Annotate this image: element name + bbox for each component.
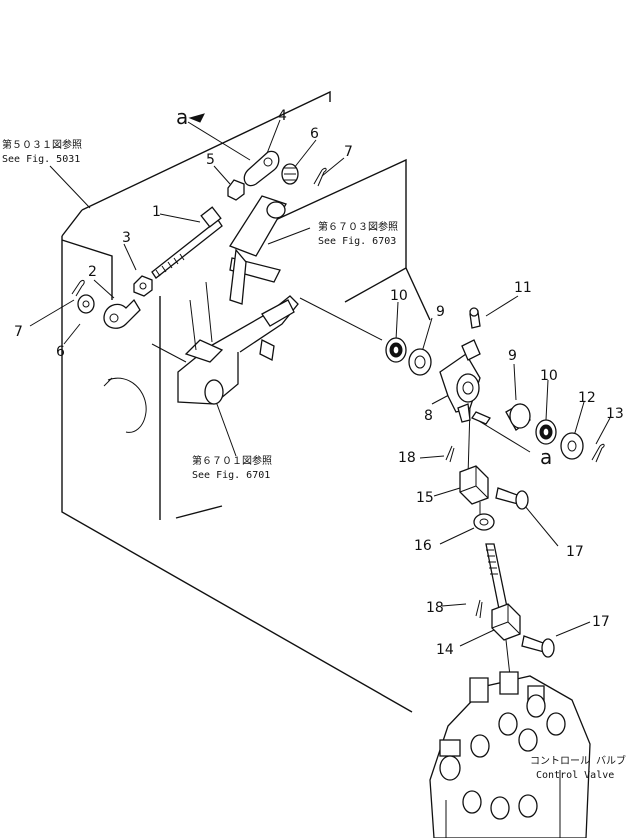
ref-6703-en: See Fig. 6703 (318, 236, 396, 247)
callout-9-left: 9 (436, 304, 445, 320)
nut-part-16 (473, 513, 495, 531)
reference-control-valve: コントロール バルブ Control Valve (530, 754, 626, 781)
lever-assembly (177, 195, 299, 405)
callout-17-bottom: 17 (592, 614, 610, 630)
callout-11: 11 (514, 280, 532, 296)
collar-part-9-right (505, 403, 531, 431)
control-valve (429, 671, 591, 838)
callout-7-left: 7 (14, 324, 23, 340)
bearing-part-10-left (385, 337, 407, 363)
callout-10-right: 10 (540, 368, 558, 384)
ref-5031-jp: 第５０３１図参照 (2, 138, 82, 151)
view-mark-a-right: a (540, 445, 552, 469)
callout-5: 5 (206, 152, 215, 168)
collar-part-9-left (408, 348, 432, 376)
callout-18-bottom: 18 (426, 600, 444, 616)
washer-part-12 (560, 432, 584, 460)
callout-14: 14 (436, 642, 454, 658)
castle-nut-part-6-left (77, 294, 95, 314)
cotter-pin-part-7-top (313, 167, 327, 187)
clevis-part-2 (103, 298, 141, 329)
callout-10-left: 10 (390, 288, 408, 304)
nut-part-3 (133, 275, 153, 297)
reference-fig-6703: 第６７０３図参照 See Fig. 6703 (318, 220, 398, 247)
bearing-part-10-right (535, 419, 557, 445)
valve-label-jp: コントロール バルブ (530, 754, 626, 767)
callout-3: 3 (122, 230, 131, 246)
nut-part-5 (227, 179, 245, 201)
callout-4: 4 (278, 108, 287, 124)
pin-part-17-bottom (521, 635, 555, 658)
callout-16: 16 (414, 538, 432, 554)
callout-17-top: 17 (566, 544, 584, 560)
link-block-part-15 (459, 465, 489, 505)
leader-lines (29, 119, 611, 677)
callout-9-right: 9 (508, 348, 517, 364)
callout-8: 8 (424, 408, 433, 424)
valve-label-en: Control Valve (536, 770, 614, 781)
callout-15: 15 (416, 490, 434, 506)
cotter-pin-part-13 (591, 443, 605, 463)
ref-6701-jp: 第６７０１図参照 (192, 454, 272, 467)
view-mark-a-right-label: a (540, 445, 552, 469)
castle-nut-part-6-top (281, 163, 299, 185)
callout-7-top: 7 (344, 144, 353, 160)
cotter-pin-part-7-left (71, 279, 85, 297)
callout-1: 1 (152, 204, 161, 220)
view-mark-a-top: a (176, 105, 205, 129)
pin-part-17-top (495, 487, 529, 510)
ref-5031-en: See Fig. 5031 (2, 154, 80, 165)
grease-fitting-part-11 (469, 307, 481, 329)
cotter-pin-part-18-bottom (475, 599, 483, 619)
callout-6-top: 6 (310, 126, 319, 142)
callout-13: 13 (606, 406, 624, 422)
clevis-part-4 (243, 150, 280, 187)
reference-fig-5031: 第５０３１図参照 See Fig. 5031 (2, 138, 82, 165)
view-mark-a-top-label: a (176, 105, 188, 129)
reference-fig-6701: 第６７０１図参照 See Fig. 6701 (192, 454, 272, 481)
callout-2: 2 (88, 264, 97, 280)
threaded-rod (485, 543, 509, 615)
rod-part-1 (151, 206, 223, 279)
link-block-part-14 (491, 603, 521, 641)
frame-outline (61, 90, 431, 713)
ref-6701-en: See Fig. 6701 (192, 470, 270, 481)
callout-18-top: 18 (398, 450, 416, 466)
ref-6703-jp: 第６７０３図参照 (318, 220, 398, 233)
callout-6-left: 6 (56, 344, 65, 360)
part-callouts: 1 2 3 4 5 6 6 7 7 8 9 9 10 10 11 12 13 1… (14, 108, 624, 658)
cotter-pin-part-18-top (445, 445, 455, 463)
lever-part-8 (439, 339, 491, 425)
callout-12: 12 (578, 390, 596, 406)
